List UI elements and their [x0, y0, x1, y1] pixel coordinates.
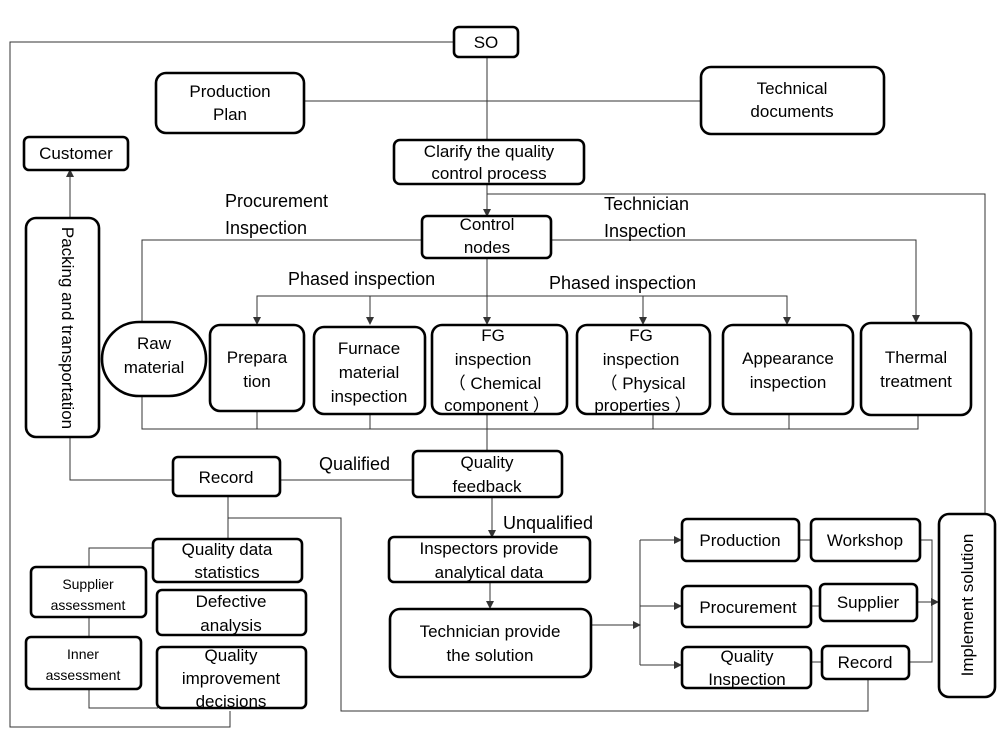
supplier-assessment-box[interactable]: Supplier assessment — [29, 565, 148, 619]
inspectors-line-1: Inspectors provide — [420, 539, 559, 558]
defective-line-2: analysis — [200, 616, 261, 635]
furnace-line-1: Furnace — [338, 339, 400, 358]
control-nodes-line-2: nodes — [464, 238, 510, 257]
connectors — [9, 41, 986, 728]
furnace-material-box[interactable]: Furnace material inspection — [312, 325, 427, 416]
production-box[interactable]: Production — [680, 517, 801, 563]
defective-line-1: Defective — [196, 592, 267, 611]
fg-physical-line-2: inspection — [603, 350, 680, 369]
so-box[interactable]: SO — [452, 25, 520, 59]
phased-inspection-right-label: Phased inspection — [549, 273, 696, 293]
technician-solution-line-2: the solution — [447, 646, 534, 665]
quality-data-line-2: statistics — [194, 563, 259, 582]
raw-material-line-2: material — [124, 358, 184, 377]
implement-solution-label: Implement solution — [958, 534, 977, 677]
production-plan-line-1: Production — [189, 82, 270, 101]
quality-feedback-line-1: Quality — [461, 453, 514, 472]
so-label: SO — [474, 33, 499, 52]
appearance-line-2: inspection — [750, 373, 827, 392]
supplier-label: Supplier — [837, 593, 900, 612]
technician-solution-box[interactable]: Technician provide the solution — [388, 607, 593, 679]
fg-chemical-line-4: component ） — [444, 396, 550, 415]
technical-documents-line-2: documents — [750, 102, 833, 121]
technical-documents-line-1: Technical — [757, 79, 828, 98]
procurement-box[interactable]: Procurement — [680, 584, 813, 629]
fg-chemical-line-2: inspection — [455, 350, 532, 369]
inner-assessment-box[interactable]: Inner assessment — [24, 635, 143, 691]
inspectors-box[interactable]: Inspectors provide analytical data — [387, 535, 592, 584]
customer-label: Customer — [39, 144, 113, 163]
implement-solution-box[interactable]: Implement solution — [937, 512, 997, 699]
clarify-line-2: control process — [431, 164, 546, 183]
thermal-box[interactable]: Thermal treatment — [859, 321, 973, 417]
raw-material-line-1: Raw — [137, 334, 172, 353]
defective-box[interactable]: Defective analysis — [155, 588, 308, 637]
quality-inspection-line-2: Inspection — [708, 670, 786, 689]
appearance-box[interactable]: Appearance inspection — [721, 323, 855, 416]
workshop-label: Workshop — [827, 531, 903, 550]
record-left-box[interactable]: Record — [171, 455, 282, 498]
improvement-box[interactable]: Quality improvement decisions — [155, 645, 308, 711]
furnace-line-2: material — [339, 363, 399, 382]
thermal-line-1: Thermal — [885, 348, 947, 367]
preparation-box[interactable]: Prepara tion — [208, 323, 306, 413]
unqualified-label: Unqualified — [503, 513, 593, 533]
fg-chemical-line-1: FG — [481, 326, 505, 345]
production-plan-line-2: Plan — [213, 105, 247, 124]
qualified-label: Qualified — [319, 454, 390, 474]
clarify-line-1: Clarify the quality — [424, 142, 555, 161]
quality-inspection-line-1: Quality — [721, 647, 774, 666]
technician-solution-line-1: Technician provide — [420, 622, 561, 641]
control-nodes-line-1: Control — [460, 215, 515, 234]
production-label: Production — [699, 531, 780, 550]
clarify-box[interactable]: Clarify the quality control process — [392, 138, 586, 186]
fg-chemical-box[interactable]: FG inspection （ Chemical component ） — [430, 323, 569, 416]
preparation-line-2: tion — [243, 372, 270, 391]
improvement-line-1: Quality — [205, 646, 258, 665]
supplier-box[interactable]: Supplier — [818, 582, 919, 623]
record-right-label: Record — [838, 653, 893, 672]
technician-inspection-label-2: Inspection — [604, 221, 686, 241]
inspectors-line-2: analytical data — [435, 563, 544, 582]
control-nodes-box[interactable]: Control nodes — [420, 214, 553, 260]
customer-box[interactable]: Customer — [22, 135, 130, 172]
phased-inspection-left-label: Phased inspection — [288, 269, 435, 289]
supplier-assessment-line-2: assessment — [51, 597, 126, 613]
inner-assessment-line-2: assessment — [46, 667, 121, 683]
procurement-inspection-label-1: Procurement — [225, 191, 328, 211]
improvement-line-2: improvement — [182, 669, 281, 688]
workshop-box[interactable]: Workshop — [809, 517, 922, 563]
quality-inspection-box[interactable]: Quality Inspection — [680, 645, 813, 690]
supplier-assessment-line-1: Supplier — [62, 576, 114, 592]
procurement-label: Procurement — [699, 598, 797, 617]
quality-data-line-1: Quality data — [182, 540, 273, 559]
furnace-line-3: inspection — [331, 387, 408, 406]
thermal-line-2: treatment — [880, 372, 952, 391]
preparation-line-1: Prepara — [227, 348, 288, 367]
edge-labels: Procurement Inspection Technician Inspec… — [225, 191, 696, 533]
quality-feedback-line-2: feedback — [453, 477, 522, 496]
fg-physical-line-1: FG — [629, 326, 653, 345]
fg-physical-line-4: properties ） — [594, 396, 691, 415]
quality-data-box[interactable]: Quality data statistics — [151, 537, 304, 584]
packing-box[interactable]: Packing and transportation — [24, 216, 101, 439]
technical-documents-box[interactable]: Technical documents — [699, 65, 886, 136]
appearance-line-1: Appearance — [742, 349, 834, 368]
procurement-inspection-label-2: Inspection — [225, 218, 307, 238]
fg-physical-line-3: （ Physical — [600, 374, 685, 393]
technician-inspection-label-1: Technician — [604, 194, 689, 214]
record-right-box[interactable]: Record — [820, 644, 911, 681]
quality-feedback-box[interactable]: Quality feedback — [411, 449, 564, 499]
raw-material-box[interactable]: Raw material — [100, 320, 208, 398]
fg-chemical-line-3: （ Chemical — [449, 374, 542, 393]
record-left-label: Record — [199, 468, 254, 487]
production-plan-box[interactable]: Production Plan — [154, 71, 306, 135]
improvement-line-3: decisions — [196, 692, 267, 711]
fg-physical-box[interactable]: FG inspection （ Physical properties ） — [575, 323, 712, 416]
packing-label: Packing and transportation — [58, 227, 77, 429]
inner-assessment-line-1: Inner — [67, 646, 99, 662]
